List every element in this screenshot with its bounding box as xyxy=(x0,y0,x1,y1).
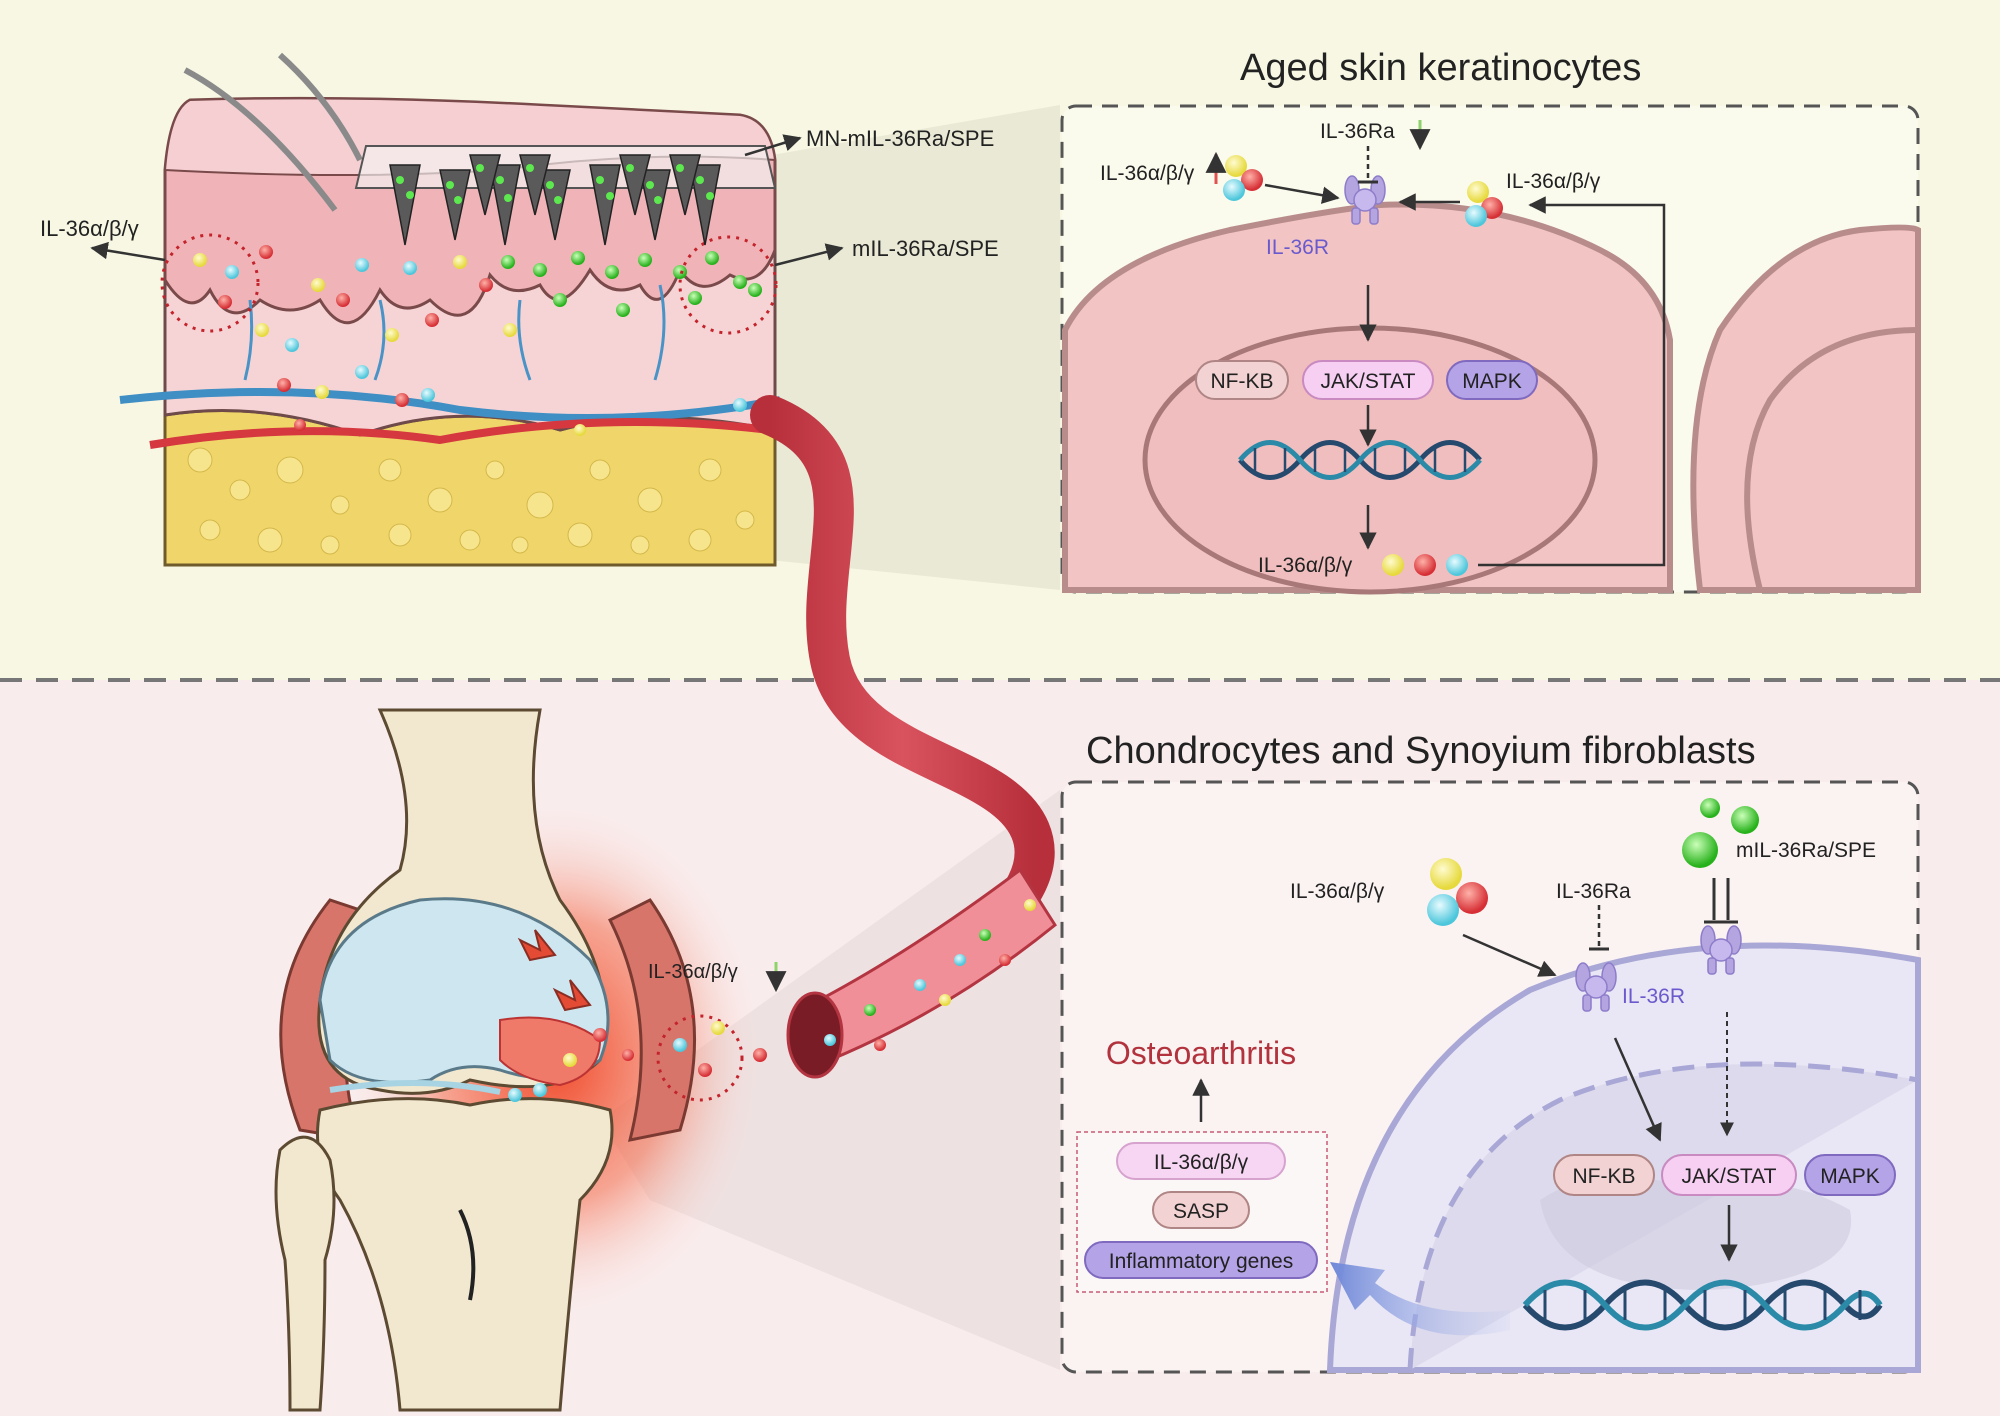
il36ra-label-skin: IL-36Ra xyxy=(1320,120,1395,143)
gene-expression-curved-arrow xyxy=(1330,1262,1510,1336)
microneedle-label: MN-mIL-36Ra/SPE xyxy=(806,126,994,151)
mil36ra-label-joint: mIL-36Ra/SPE xyxy=(1736,839,1876,862)
cytokine-label-joint: IL-36α/β/γ xyxy=(1290,880,1385,903)
pill-nfkb-joint xyxy=(1553,1154,1655,1196)
microneedle-arrow xyxy=(744,134,802,157)
joint-panel-title: Chondrocytes and Synoyium fibroblasts xyxy=(1086,730,1756,772)
mil36ra-particles-joint xyxy=(1682,798,1759,868)
cytokine-cluster-right xyxy=(1465,181,1503,227)
pill-jakstat-skin xyxy=(1302,360,1434,400)
released-mil36ra-particles xyxy=(501,251,762,317)
cytokine-left-arrow xyxy=(1264,183,1340,204)
skin-panel-title: Aged skin keratinocytes xyxy=(1240,47,1641,89)
pill-nfkb-skin-label: NF-KB xyxy=(1211,370,1274,393)
tibia xyxy=(316,1097,614,1412)
released-arrow xyxy=(774,243,844,267)
released-label: mIL-36Ra/SPE xyxy=(852,236,999,261)
mil36ra-focus-circle xyxy=(678,235,778,335)
cartilage-lesion xyxy=(499,1016,602,1087)
pill-jakstat-joint-label: JAK/STAT xyxy=(1682,1165,1777,1188)
fat-globules xyxy=(187,447,755,555)
outcome-item-2: Inflammatory genes xyxy=(1109,1250,1293,1273)
pill-mapk-skin xyxy=(1446,360,1538,400)
cytokine-out-arrow xyxy=(90,241,166,262)
skin-vein xyxy=(119,388,781,422)
microneedle-patch xyxy=(354,145,777,246)
cytokine-cluster-joint xyxy=(1427,858,1488,926)
cytokine-label-right: IL-36α/β/γ xyxy=(1506,170,1601,193)
dna-helix-skin xyxy=(1238,440,1482,480)
skin-tissue-illustration xyxy=(90,52,844,567)
pill-mapk-skin-label: MAPK xyxy=(1462,370,1522,393)
pill-mapk-joint xyxy=(1804,1154,1896,1196)
il36ra-label-joint: IL-36Ra xyxy=(1556,880,1631,903)
hair-1 xyxy=(183,67,338,212)
pill-mapk-joint-label: MAPK xyxy=(1820,1165,1880,1188)
fibula xyxy=(274,1135,336,1412)
il36r-label-skin: IL-36R xyxy=(1266,236,1329,259)
skin-artery xyxy=(149,418,771,449)
joint-cytokine-particles xyxy=(508,1021,767,1102)
outcome-pill-genes xyxy=(1084,1241,1318,1279)
pill-nfkb-skin xyxy=(1195,360,1289,400)
il36r-label-joint: IL-36R xyxy=(1622,985,1685,1008)
receptor-to-pathway-arrow xyxy=(1613,1037,1662,1142)
osteoarthritis-label: Osteoarthritis xyxy=(1106,1035,1296,1071)
skin-cytokine-label: IL-36α/β/γ xyxy=(40,216,139,241)
outcome-item-0: IL-36α/β/γ xyxy=(1154,1151,1249,1174)
pill-jakstat-skin-label: JAK/STAT xyxy=(1321,370,1416,393)
outcome-item-1: SASP xyxy=(1173,1200,1229,1223)
cytokine-output-particles xyxy=(1382,554,1468,576)
outcome-pill-sasp xyxy=(1152,1191,1250,1229)
cytokine-focus-circle xyxy=(160,233,260,333)
outcome-pill-cytokine xyxy=(1116,1142,1286,1180)
pill-jakstat-joint xyxy=(1661,1154,1797,1196)
skin-capillaries xyxy=(243,284,666,381)
knee-joint-illustration xyxy=(274,708,767,1412)
skin-cytokine-particles xyxy=(193,245,747,436)
hair-2 xyxy=(277,52,363,162)
autocrine-feedback-arrow xyxy=(1478,196,1666,567)
pill-nfkb-joint-label: NF-KB xyxy=(1573,1165,1636,1188)
vessel-cross-section xyxy=(786,867,1057,1079)
dna-helix-joint xyxy=(1522,1279,1883,1331)
joint-focus-circle xyxy=(656,1014,744,1102)
cytokine-to-receptor-arrow xyxy=(1462,933,1557,977)
cytokine-label-left: IL-36α/β/γ xyxy=(1100,162,1195,185)
cytokine-cluster-left xyxy=(1223,155,1263,201)
cytokine-output-label: IL-36α/β/γ xyxy=(1258,554,1353,577)
neighbor-nucleus xyxy=(1744,327,1919,591)
joint-cytokine-label: IL-36α/β/γ xyxy=(648,961,738,983)
